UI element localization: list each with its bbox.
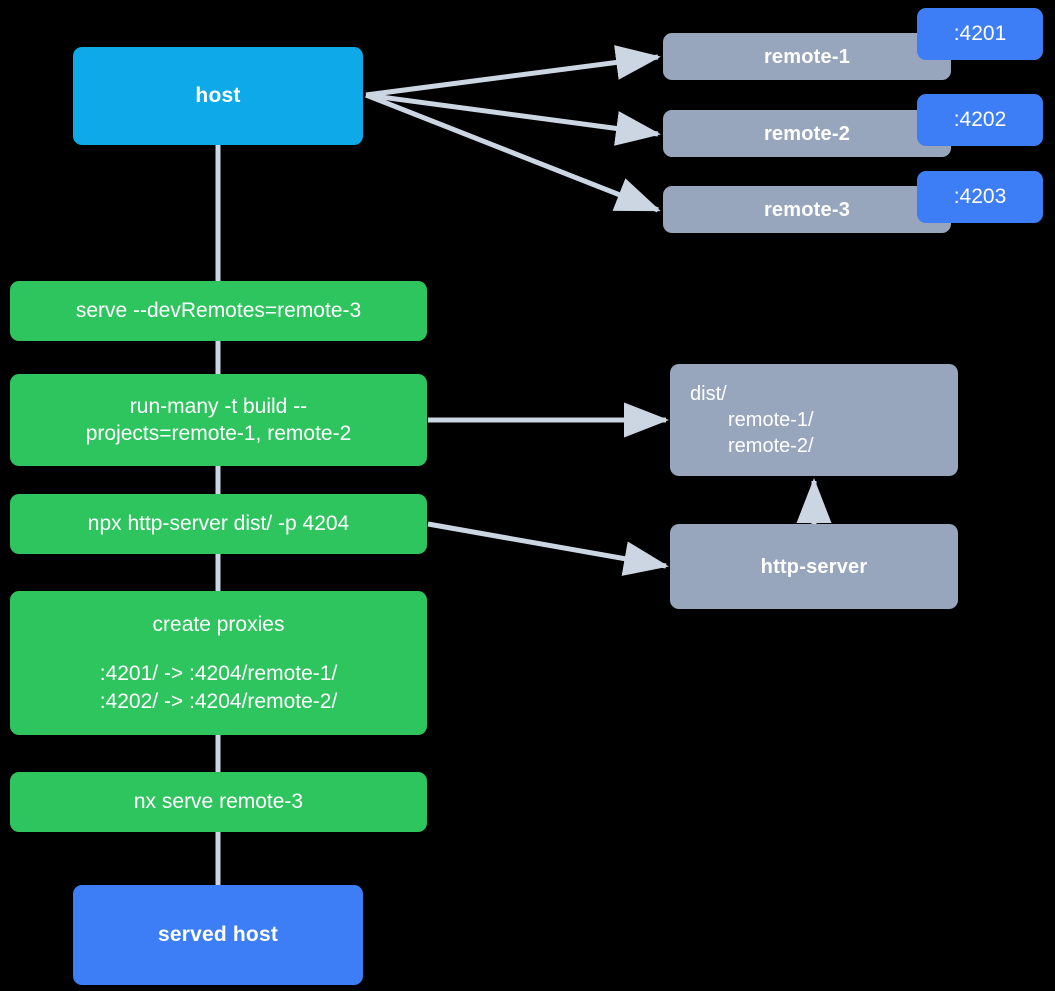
node-task-create-proxies-line-2: :4202/ -> :4204/remote-2/ xyxy=(99,689,338,713)
node-remote-3-label: remote-3 xyxy=(763,198,851,221)
node-task-create-proxies[interactable]: create proxies :4201/ -> :4204/remote-1/… xyxy=(10,591,427,735)
node-artifact-dist[interactable]: dist/ remote-1/ remote-2/ xyxy=(670,364,958,476)
node-host-label: host xyxy=(195,84,241,108)
node-remote-3[interactable]: remote-3 xyxy=(663,186,951,233)
node-task-nx-serve-remote-3[interactable]: nx serve remote-3 xyxy=(10,772,427,832)
edge-npx-to-http-server xyxy=(427,521,669,576)
port-badge-remote-2-label: :4202 xyxy=(953,108,1007,131)
port-badge-remote-1-label: :4201 xyxy=(953,22,1007,45)
port-badge-remote-2[interactable]: :4202 xyxy=(917,94,1043,146)
node-task-create-proxies-line-1: :4201/ -> :4204/remote-1/ xyxy=(99,662,338,686)
port-badge-remote-3-label: :4203 xyxy=(953,185,1007,208)
node-remote-2-label: remote-2 xyxy=(763,122,851,145)
node-task-npx-http-server[interactable]: npx http-server dist/ -p 4204 xyxy=(10,494,427,554)
node-task-run-many-label: run-many -t build -- projects=remote-1, … xyxy=(85,394,352,445)
edge-host-to-remote-3 xyxy=(365,92,661,213)
node-task-npx-http-server-label: npx http-server dist/ -p 4204 xyxy=(87,512,350,536)
edge-host-to-remote-2 xyxy=(365,92,661,146)
node-artifact-dist-child-1: remote-1/ xyxy=(728,409,814,431)
node-artifact-dist-child-2: remote-2/ xyxy=(728,435,814,457)
node-remote-1-label: remote-1 xyxy=(763,45,851,68)
node-task-nx-serve-remote-3-label: nx serve remote-3 xyxy=(133,790,304,814)
node-task-serve-label: serve --devRemotes=remote-3 xyxy=(75,299,362,323)
port-badge-remote-1[interactable]: :4201 xyxy=(917,8,1043,60)
node-remote-1[interactable]: remote-1 xyxy=(663,33,951,80)
node-host[interactable]: host xyxy=(73,47,363,145)
node-task-run-many[interactable]: run-many -t build -- projects=remote-1, … xyxy=(10,374,427,466)
node-artifact-http-server[interactable]: http-server xyxy=(670,524,958,609)
edge-host-to-remote-1 xyxy=(365,45,661,98)
node-remote-2[interactable]: remote-2 xyxy=(663,110,951,157)
port-badge-remote-3[interactable]: :4203 xyxy=(917,171,1043,223)
node-artifact-dist-root: dist/ xyxy=(690,383,727,405)
node-task-serve[interactable]: serve --devRemotes=remote-3 xyxy=(10,281,427,341)
node-served-host-label: served host xyxy=(157,923,279,947)
node-served-host[interactable]: served host xyxy=(73,885,363,985)
node-task-create-proxies-title: create proxies xyxy=(152,613,285,637)
node-artifact-http-server-label: http-server xyxy=(760,555,868,578)
